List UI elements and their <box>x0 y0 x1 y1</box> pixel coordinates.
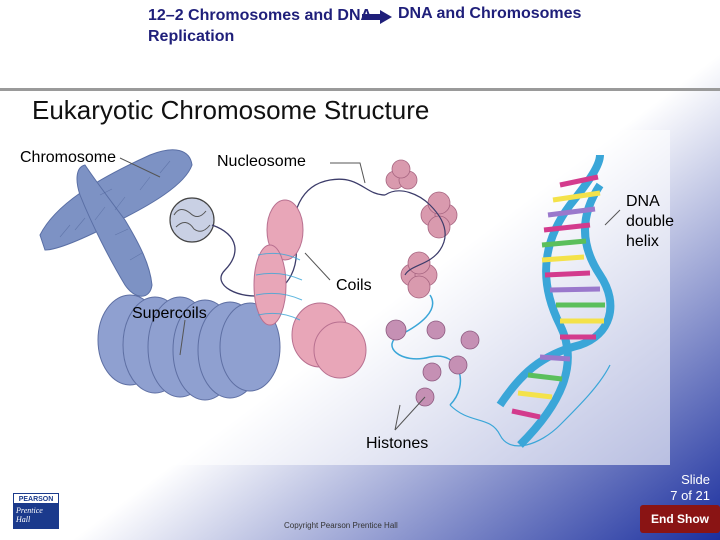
label-supercoils: Supercoils <box>132 305 207 322</box>
end-show-button[interactable]: End Show <box>640 505 720 533</box>
chromosome-illustration <box>30 130 670 465</box>
arrow-right-icon <box>362 10 392 24</box>
header-topic-title: DNA and Chromosomes <box>398 5 582 22</box>
supercoil-shape <box>97 294 281 401</box>
slide-counter: Slide 7 of 21 <box>670 472 710 503</box>
label-chromosome: Chromosome <box>20 149 117 166</box>
nucleosome-cluster <box>385 159 458 299</box>
slide-title: Eukaryotic Chromosome Structure <box>32 95 430 125</box>
dna-double-helix <box>496 154 615 448</box>
label-histones: Histones <box>366 435 429 452</box>
label-dna-double-helix: DNA double helix <box>626 193 675 250</box>
header-section-title: 12–2 Chromosomes and DNA Replication <box>148 7 372 45</box>
label-nucleosome: Nucleosome <box>217 153 306 170</box>
chromosome-shape <box>39 149 193 297</box>
coil-shape <box>253 199 367 379</box>
copyright-text: Copyright Pearson Prentice Hall <box>284 521 398 530</box>
header-divider <box>0 88 720 91</box>
label-coils: Coils <box>336 277 372 294</box>
